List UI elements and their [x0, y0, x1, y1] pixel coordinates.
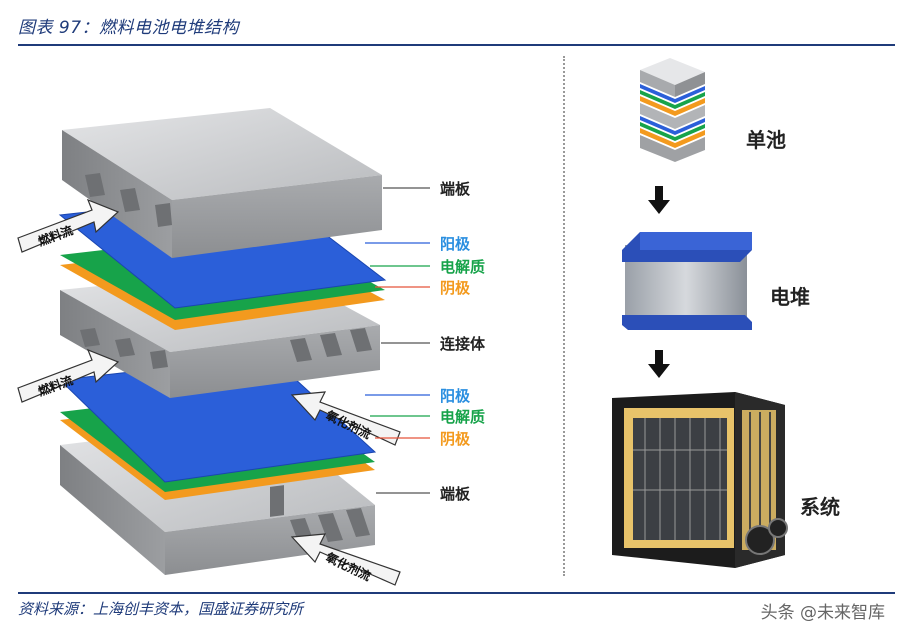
label-end-plate-bottom: 端板 — [440, 485, 471, 503]
source-note: 资料来源：上海创丰资本，国盛证券研究所 — [18, 600, 304, 618]
end-plate-top — [62, 108, 382, 258]
header-rule — [18, 44, 895, 46]
label-interconnect: 连接体 — [440, 335, 486, 353]
label-cathode-1: 阴极 — [440, 279, 471, 297]
down-arrow-1 — [648, 186, 670, 214]
label-electrolyte-2: 电解质 — [440, 408, 485, 426]
fuel-flow-arrow-1: 燃料流 — [17, 198, 120, 253]
footer-rule — [18, 592, 895, 594]
label-stack: 电堆 — [770, 285, 810, 309]
label-cathode-2: 阴极 — [440, 430, 471, 448]
label-end-plate-top: 端板 — [440, 180, 471, 198]
leader-lines — [365, 187, 430, 494]
label-system: 系统 — [800, 495, 840, 519]
down-arrow-2 — [648, 350, 670, 378]
stack-illustration — [622, 232, 752, 330]
system-illustration — [612, 392, 788, 568]
cell-layers-2 — [58, 355, 377, 500]
label-anode-2: 阳极 — [440, 387, 471, 405]
label-electrolyte-1: 电解质 — [440, 258, 485, 276]
figure-title: 图表 97：燃料电池电堆结构 — [18, 18, 240, 38]
section-divider — [563, 56, 565, 576]
single-cell-illustration — [640, 58, 705, 162]
watermark: 头条 @未来智库 — [760, 603, 885, 623]
label-cell: 单池 — [746, 128, 786, 152]
label-anode-1: 阳极 — [440, 235, 471, 253]
